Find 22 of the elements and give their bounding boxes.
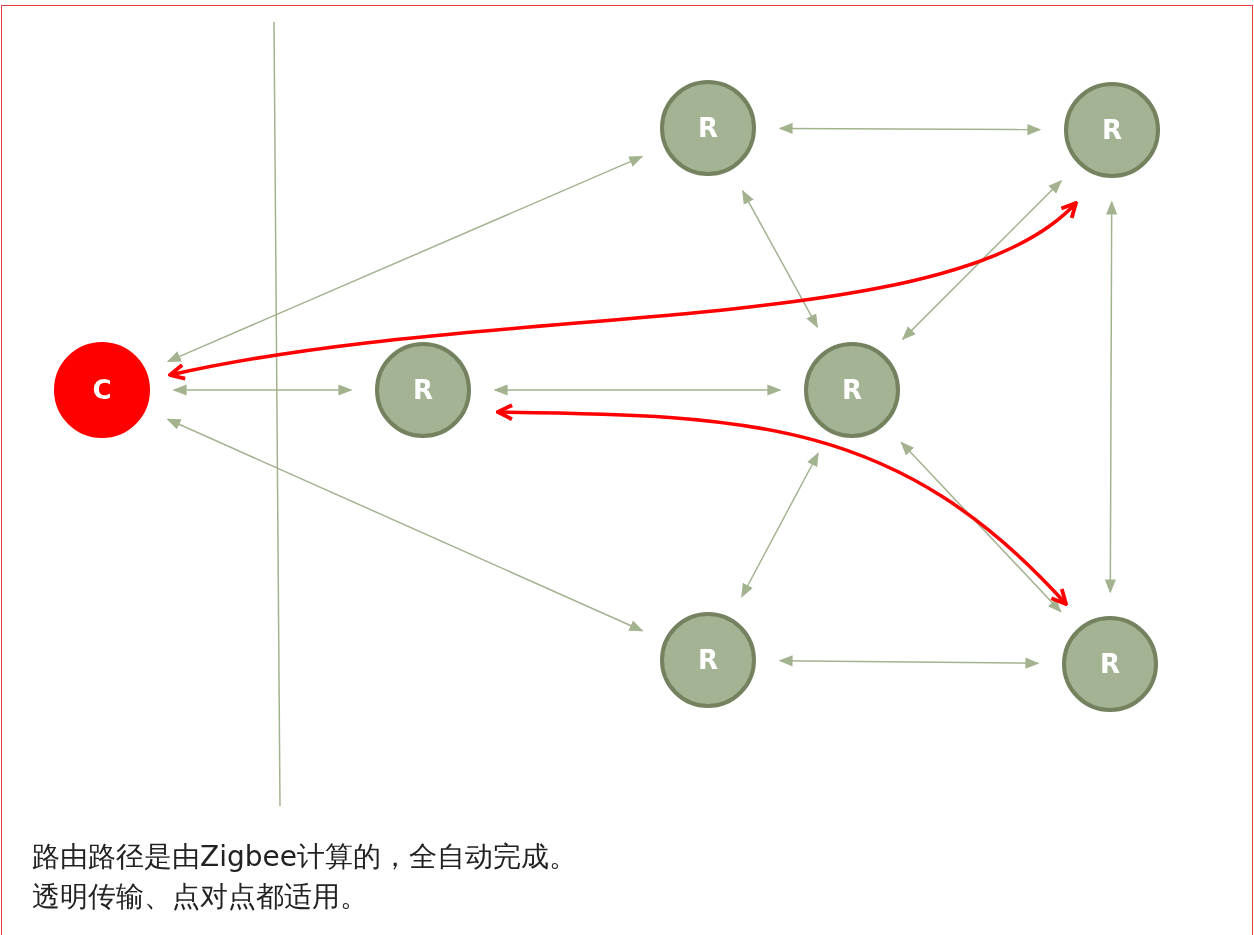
arrow — [778, 655, 1040, 669]
arrow — [778, 122, 1042, 136]
coordinator-circle: C — [54, 342, 150, 438]
arrow — [741, 452, 819, 598]
arrow — [166, 418, 644, 632]
arrow — [496, 403, 1068, 606]
router-circle: R — [1064, 82, 1160, 178]
arrow — [900, 441, 1062, 613]
note-text: 路由路径是由Zigbee计算的，全自动完成。 — [32, 839, 577, 875]
arrow — [168, 201, 1078, 382]
arrow — [741, 189, 819, 329]
router-circle: R — [1062, 616, 1158, 712]
arrow — [901, 179, 1063, 341]
arrow — [172, 384, 353, 396]
note-text: 透明传输、点对点都适用。 — [32, 879, 368, 915]
arrow — [493, 384, 782, 396]
router-circle: R — [804, 342, 900, 438]
arrow — [166, 155, 644, 363]
router-circle: R — [660, 80, 756, 176]
router-circle: R — [660, 612, 756, 708]
arrow — [1104, 200, 1118, 594]
router-circle: R — [375, 342, 471, 438]
